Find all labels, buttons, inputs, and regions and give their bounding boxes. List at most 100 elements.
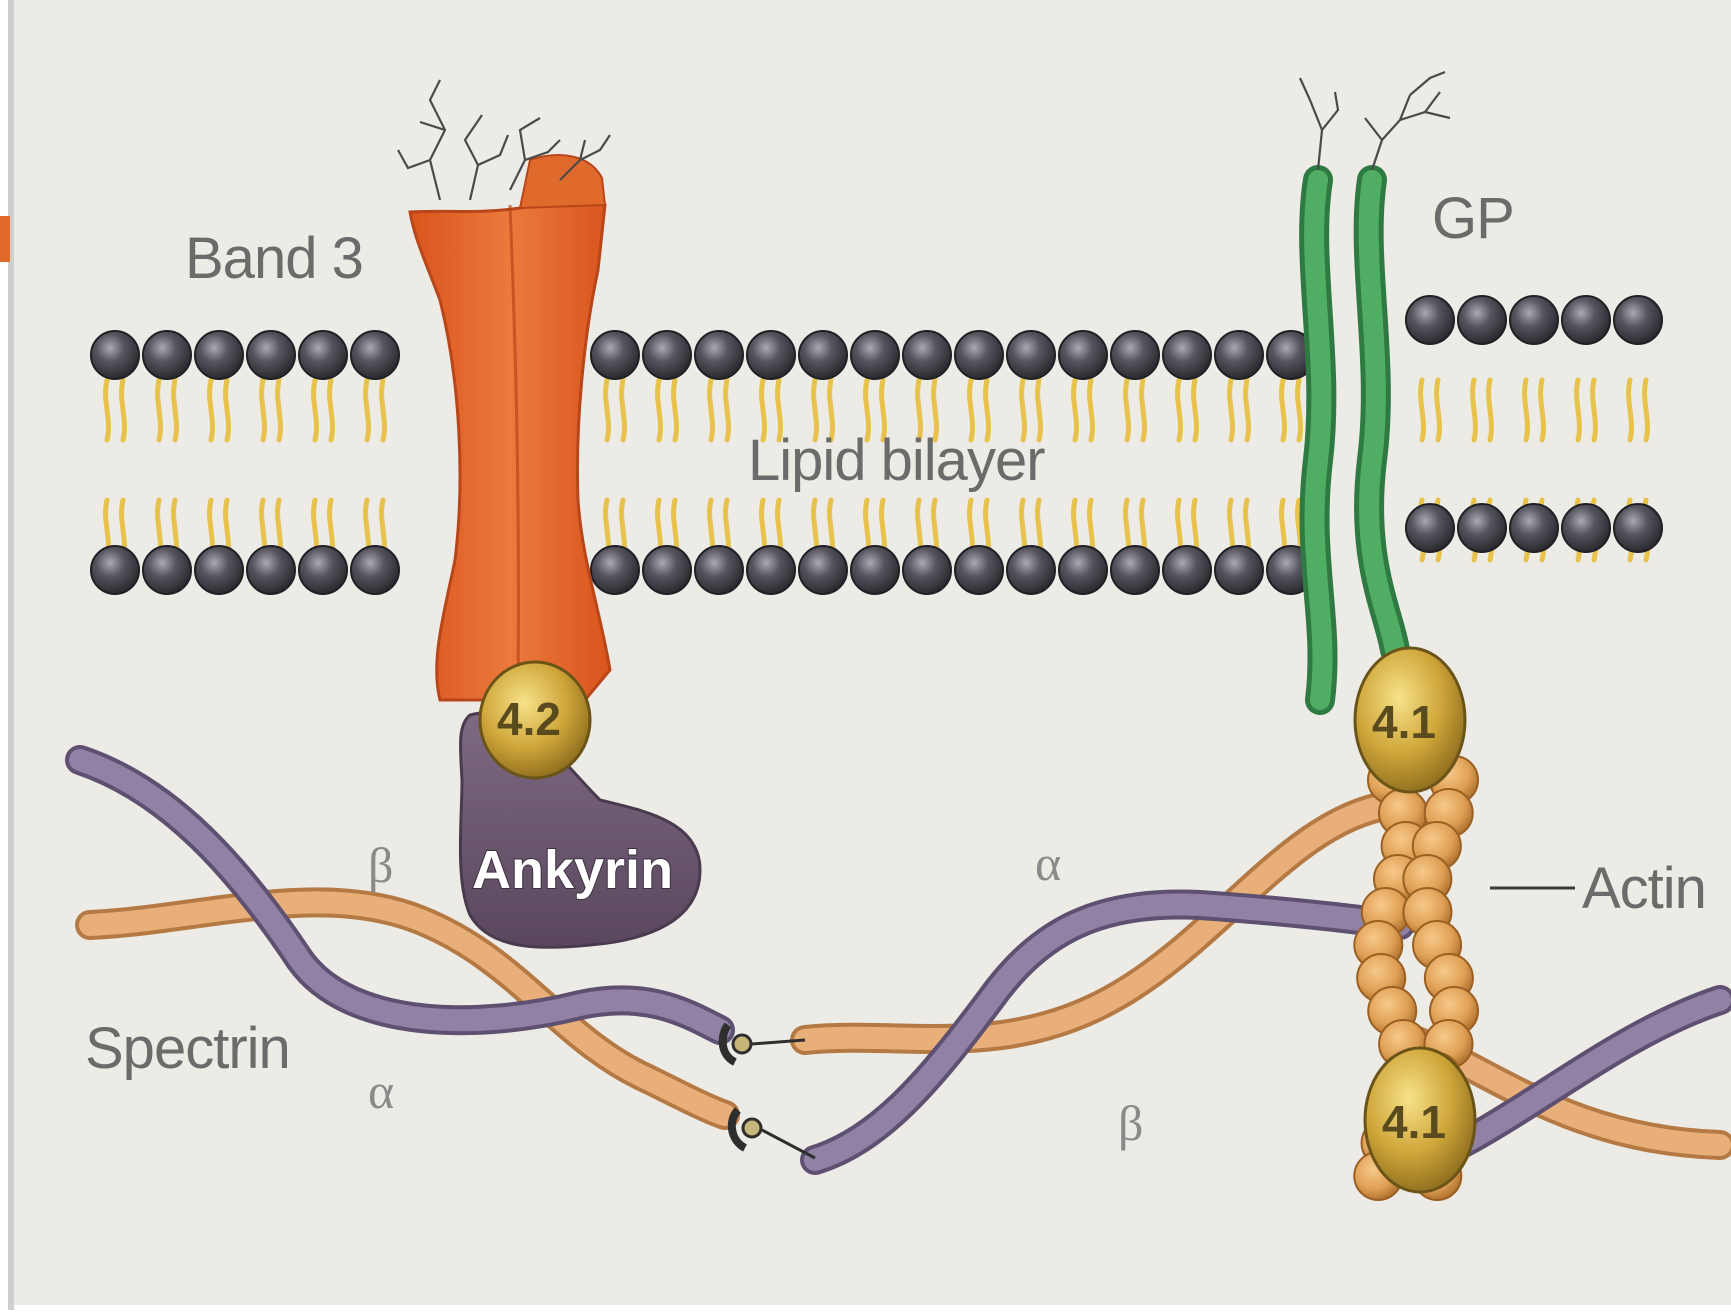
lipid-head xyxy=(643,546,691,594)
lipid-head xyxy=(1458,296,1506,344)
lipid-head xyxy=(1007,331,1055,379)
lipid-tail xyxy=(1525,380,1528,440)
lipid-head xyxy=(1510,504,1558,552)
lipid-tail xyxy=(1230,380,1233,440)
lipid-head xyxy=(903,546,951,594)
lipid-tail xyxy=(366,380,369,440)
lipid-head xyxy=(1111,546,1159,594)
lipid-bilayer-label: Lipid bilayer xyxy=(748,428,1045,493)
lipid-tail xyxy=(622,380,625,440)
lipid-tail xyxy=(658,380,661,440)
lipid-head xyxy=(299,331,347,379)
left-border xyxy=(8,0,14,1310)
lipid-head xyxy=(1406,296,1454,344)
lipid-tail xyxy=(262,380,265,440)
lipid-tail xyxy=(1629,380,1632,440)
lipid-tail xyxy=(314,380,317,440)
actin-label: Actin xyxy=(1582,856,1706,921)
lipid-tail xyxy=(382,380,385,440)
lipid-head xyxy=(1458,504,1506,552)
lipid-tail xyxy=(1090,380,1093,440)
lipid-tail xyxy=(1246,380,1249,440)
lipid-head xyxy=(1614,296,1662,344)
lipid-tail xyxy=(1577,380,1580,440)
lipid-tail xyxy=(1298,380,1301,440)
band3-label: Band 3 xyxy=(185,226,363,291)
lipid-head xyxy=(351,546,399,594)
lipid-head xyxy=(695,331,743,379)
lipid-head xyxy=(591,546,639,594)
lipid-head xyxy=(195,331,243,379)
lipid-tail xyxy=(710,380,713,440)
lipid-head xyxy=(1163,546,1211,594)
lipid-head xyxy=(643,331,691,379)
lipid-head xyxy=(695,546,743,594)
lipid-head xyxy=(851,331,899,379)
ankyrin-label: Ankyrin xyxy=(472,840,673,900)
lipid-head xyxy=(1510,296,1558,344)
lipid-head xyxy=(851,546,899,594)
lipid-head xyxy=(143,546,191,594)
lipid-head xyxy=(1406,504,1454,552)
lipid-head xyxy=(299,546,347,594)
lipid-head xyxy=(1562,296,1610,344)
lipid-tail xyxy=(1645,380,1648,440)
lipid-head xyxy=(1059,546,1107,594)
lipid-tail xyxy=(158,380,161,440)
lipid-tail xyxy=(1473,380,1476,440)
lipid-head xyxy=(747,546,795,594)
lipid-tail xyxy=(674,380,677,440)
lipid-head xyxy=(91,331,139,379)
lipid-head xyxy=(1111,331,1159,379)
lipid-head xyxy=(1163,331,1211,379)
lipid-head xyxy=(351,331,399,379)
lipid-head xyxy=(799,546,847,594)
lipid-tail xyxy=(1489,380,1492,440)
spectrin-alpha-right-label: α xyxy=(1035,835,1061,891)
lipid-tail xyxy=(1593,380,1596,440)
lipid-tail xyxy=(1194,380,1197,440)
lipid-tail xyxy=(1178,380,1181,440)
lipid-tail xyxy=(174,380,177,440)
lipid-tail xyxy=(1282,380,1285,440)
lipid-head xyxy=(1562,504,1610,552)
lipid-head xyxy=(799,331,847,379)
lipid-head xyxy=(143,331,191,379)
lipid-tail xyxy=(1421,380,1424,440)
protein-4-1-bottom-label: 4.1 xyxy=(1382,1096,1446,1148)
gp-label: GP xyxy=(1432,186,1514,251)
spectrin-alpha-left-label: α xyxy=(368,1063,394,1119)
lipid-head xyxy=(247,331,295,379)
lipid-tail xyxy=(278,380,281,440)
lipid-tail xyxy=(1437,380,1440,440)
lipid-head xyxy=(247,546,295,594)
lipid-tail xyxy=(1074,380,1077,440)
lipid-head xyxy=(1215,546,1263,594)
lipid-tail xyxy=(210,380,213,440)
lipid-head xyxy=(1215,331,1263,379)
lipid-tail xyxy=(726,380,729,440)
lipid-head xyxy=(747,331,795,379)
lipid-head xyxy=(591,331,639,379)
lipid-head xyxy=(1059,331,1107,379)
lipid-tail xyxy=(606,380,609,440)
lipid-tail xyxy=(226,380,229,440)
lipid-head xyxy=(955,546,1003,594)
lipid-tail xyxy=(1142,380,1145,440)
spectrin-beta-left-label: β xyxy=(368,837,393,893)
lipid-head xyxy=(955,331,1003,379)
lipid-tail xyxy=(1541,380,1544,440)
lipid-tail xyxy=(122,380,125,440)
lipid-head xyxy=(195,546,243,594)
lipid-head xyxy=(1614,504,1662,552)
protein-4-1-top-label: 4.1 xyxy=(1372,696,1436,748)
accent-bar xyxy=(0,216,10,262)
protein-4-2-label: 4.2 xyxy=(497,693,561,745)
lipid-tail xyxy=(330,380,333,440)
lipid-head xyxy=(1007,546,1055,594)
lipid-head xyxy=(91,546,139,594)
spectrin-label: Spectrin xyxy=(85,1016,290,1081)
lipid-tail xyxy=(1126,380,1129,440)
